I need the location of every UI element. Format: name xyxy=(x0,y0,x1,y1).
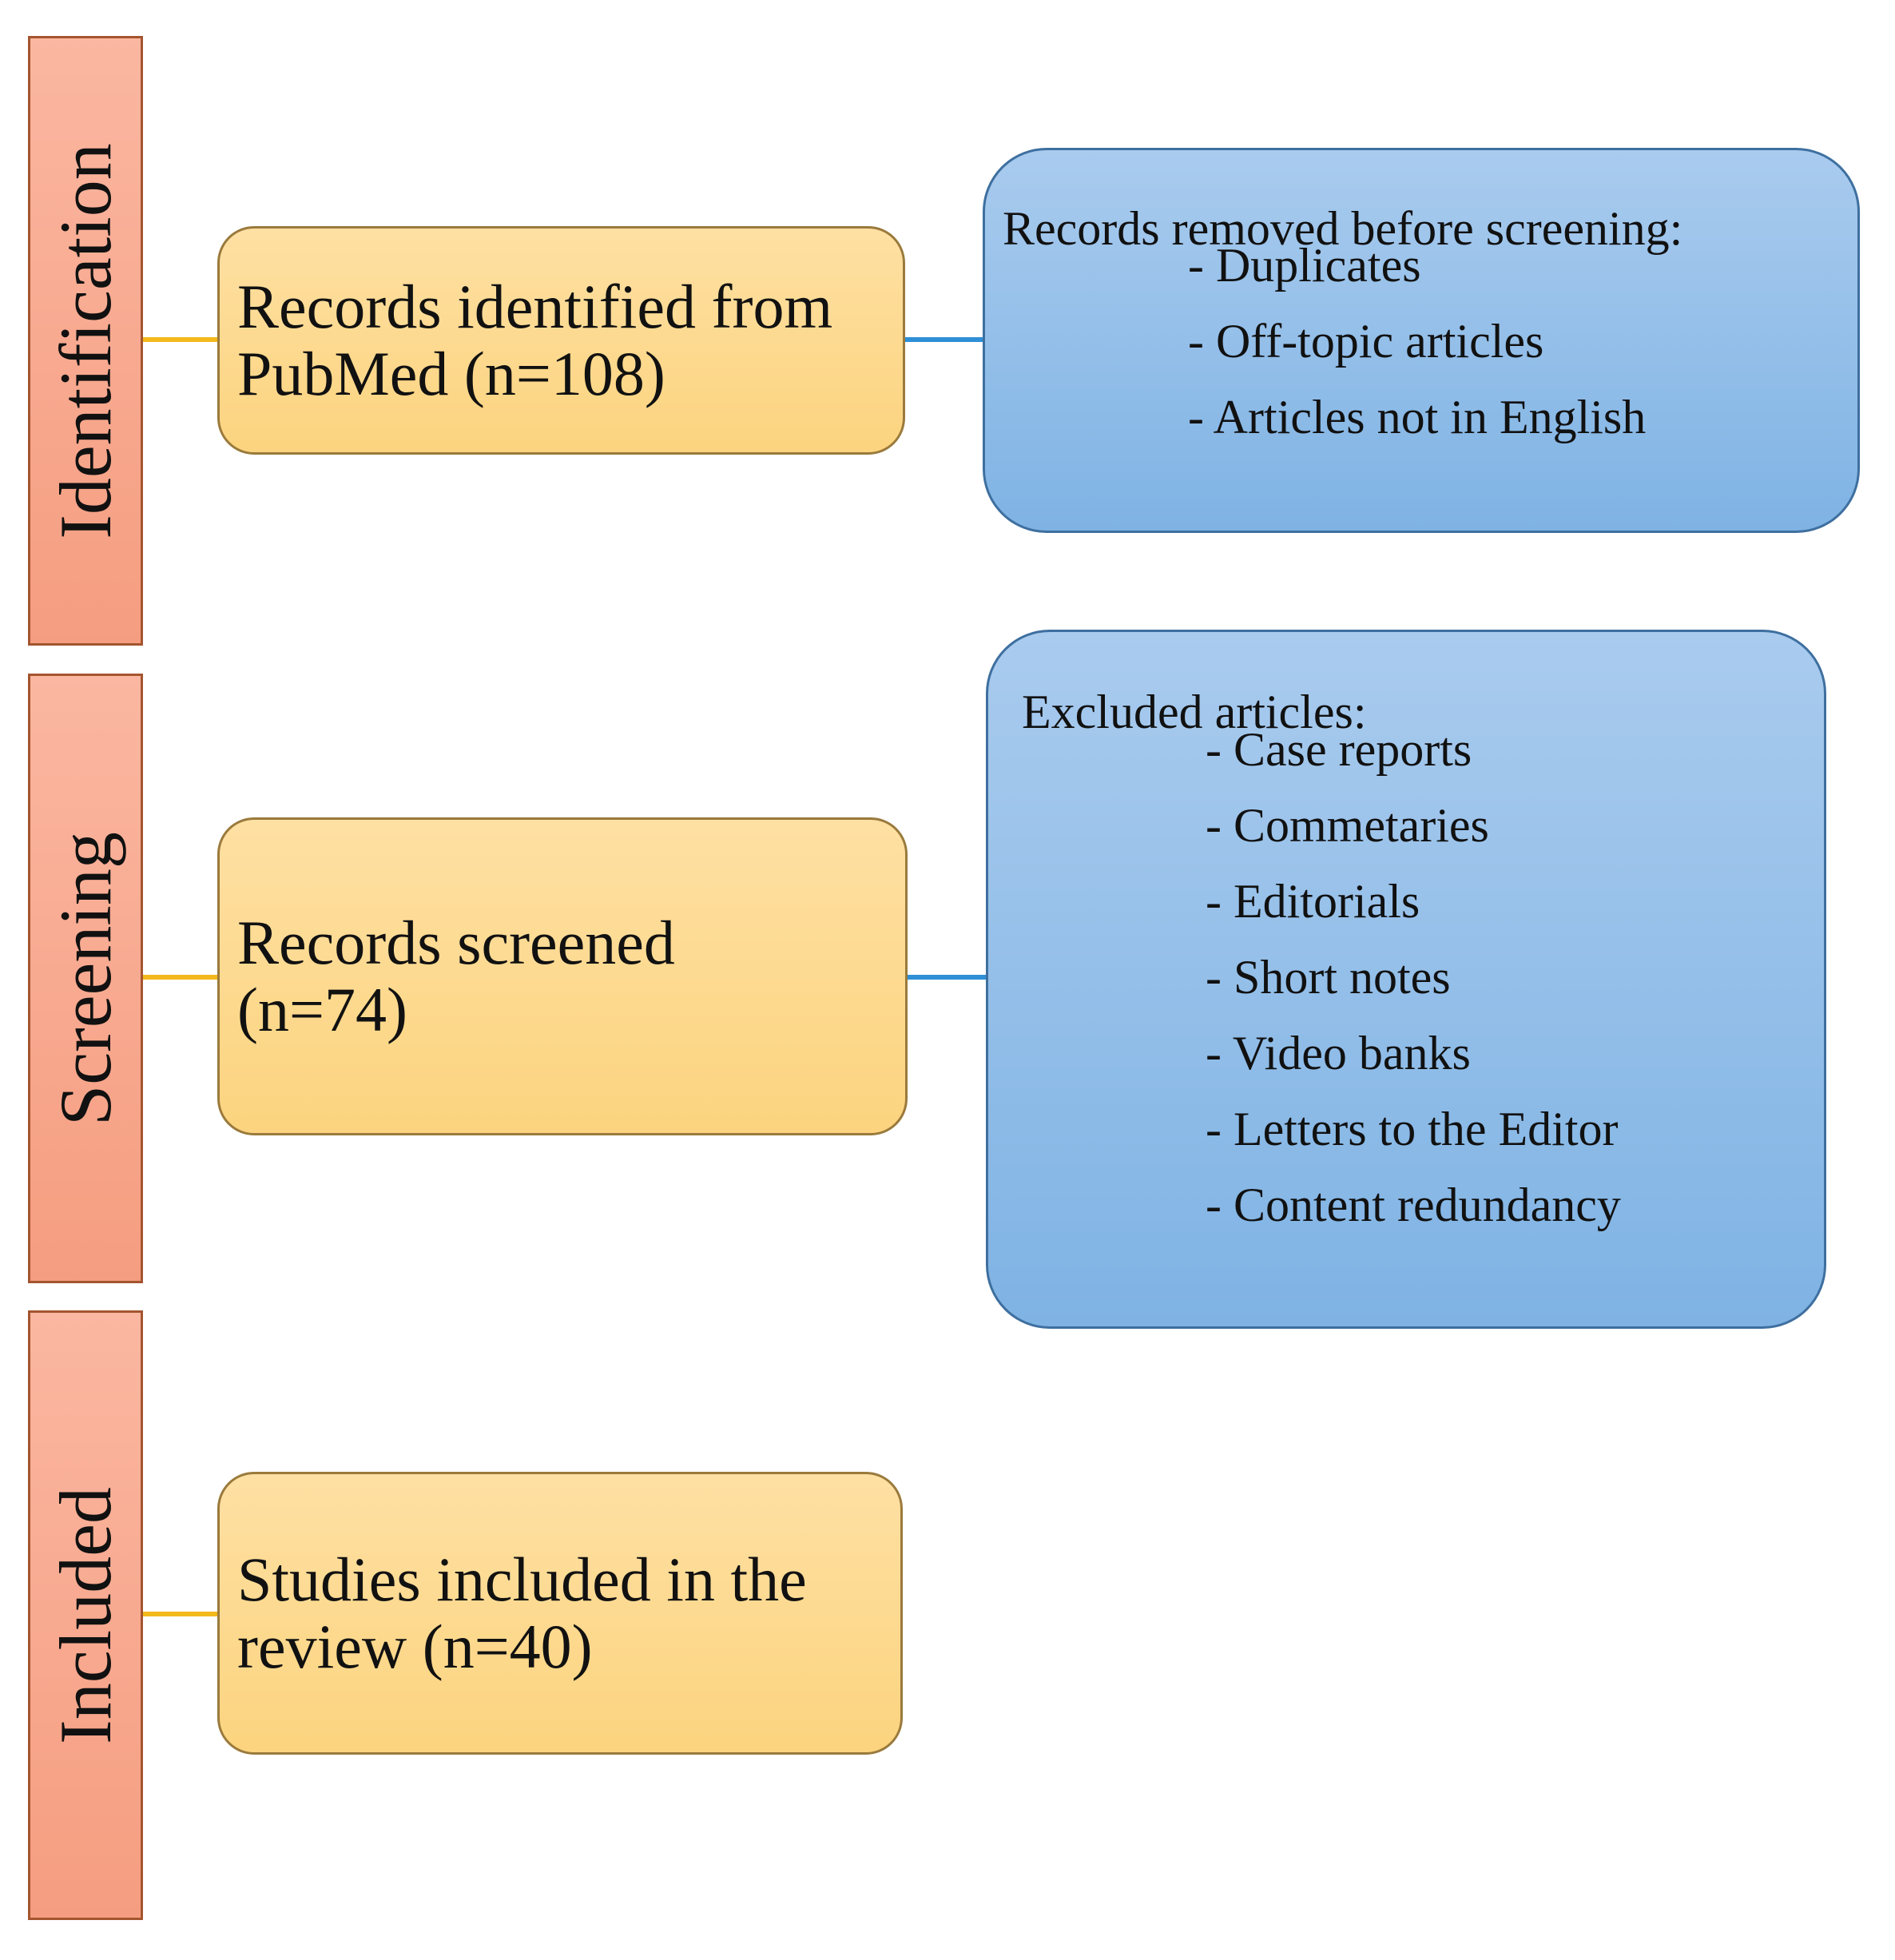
phase-identification: Identification xyxy=(28,36,143,646)
removed-item: - Off-topic articles xyxy=(1188,315,1544,368)
excluded-item: - Letters to the Editor xyxy=(1206,1103,1619,1155)
excluded-articles-title: Excluded articles: xyxy=(1022,686,1367,738)
phase-included-label: Included xyxy=(45,1486,126,1744)
records-screened-line2: (n=74) xyxy=(237,975,407,1044)
excluded-item: - Short notes xyxy=(1206,951,1451,1004)
connector-excluded xyxy=(908,975,986,980)
records-screened-box: Records screened (n=74) xyxy=(217,817,908,1135)
records-identified-text: Records identified from PubMed (n=108) xyxy=(237,273,890,408)
removed-before-screening-title: Records removed before screening: xyxy=(1003,202,1683,255)
phase-included: Included xyxy=(28,1310,143,1920)
connector-identification xyxy=(143,337,217,342)
records-identified-line1: Records identified from xyxy=(237,272,833,341)
phase-identification-label: Identification xyxy=(45,142,126,539)
phase-screening: Screening xyxy=(28,674,143,1283)
excluded-item: - Commetaries xyxy=(1206,799,1489,852)
excluded-articles-list: - Case reports - Commetaries - Editorial… xyxy=(1206,712,1621,1243)
records-screened-text: Records screened (n=74) xyxy=(237,909,892,1044)
removed-before-screening-box: Records removed before screening: - Dupl… xyxy=(983,148,1860,533)
studies-included-line1: Studies included in the xyxy=(237,1545,807,1614)
records-identified-box: Records identified from PubMed (n=108) xyxy=(217,226,905,455)
removed-item: - Duplicates xyxy=(1188,239,1421,292)
studies-included-line2: review (n=40) xyxy=(237,1612,593,1681)
excluded-item: - Case reports xyxy=(1206,723,1472,776)
excluded-item: - Editorials xyxy=(1206,875,1420,928)
studies-included-text: Studies included in the review (n=40) xyxy=(237,1546,888,1680)
excluded-item: - Video banks xyxy=(1206,1027,1471,1079)
connector-included xyxy=(143,1612,217,1616)
phase-screening-label: Screening xyxy=(45,831,126,1126)
excluded-item: - Content redundancy xyxy=(1206,1179,1621,1231)
connector-removed xyxy=(905,337,983,342)
records-identified-line2: PubMed (n=108) xyxy=(237,339,665,408)
records-screened-line1: Records screened xyxy=(237,908,675,977)
studies-included-box: Studies included in the review (n=40) xyxy=(217,1472,903,1755)
removed-before-screening-list: - Duplicates - Off-topic articles - Arti… xyxy=(1188,228,1646,455)
excluded-articles-box: Excluded articles: - Case reports - Comm… xyxy=(986,630,1826,1329)
connector-screening xyxy=(143,975,217,980)
removed-item: - Articles not in English xyxy=(1188,391,1647,443)
